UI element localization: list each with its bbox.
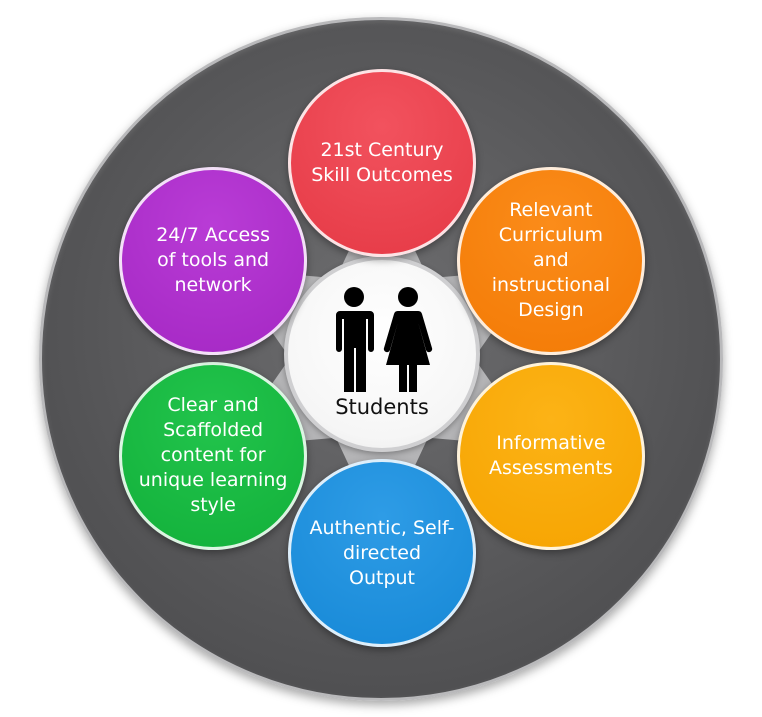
node-output: Authentic, Self- directed Output bbox=[288, 459, 476, 647]
node-label: 24/7 Access of tools and network bbox=[156, 224, 270, 296]
hub-label: Students bbox=[335, 395, 429, 419]
node-content: Clear and Scaffolded content for unique … bbox=[119, 361, 308, 550]
node-label: Informative Assessments bbox=[488, 431, 613, 479]
node-skill-outcomes: 21st Century Skill Outcomes bbox=[288, 69, 476, 257]
node-label: Relevant Curriculum and instructional De… bbox=[491, 199, 611, 321]
node-access: 24/7 Access of tools and network bbox=[119, 166, 308, 355]
node-label: Authentic, Self- directed Output bbox=[309, 516, 455, 589]
node-label: Clear and Scaffolded content for unique … bbox=[138, 394, 288, 516]
hub-students: Students bbox=[284, 256, 480, 452]
students-icon bbox=[336, 287, 433, 392]
node-assessments: Informative Assessments bbox=[456, 361, 645, 550]
node-curriculum: Relevant Curriculum and instructional De… bbox=[456, 166, 645, 355]
node-label: 21st Century Skill Outcomes bbox=[311, 139, 453, 186]
